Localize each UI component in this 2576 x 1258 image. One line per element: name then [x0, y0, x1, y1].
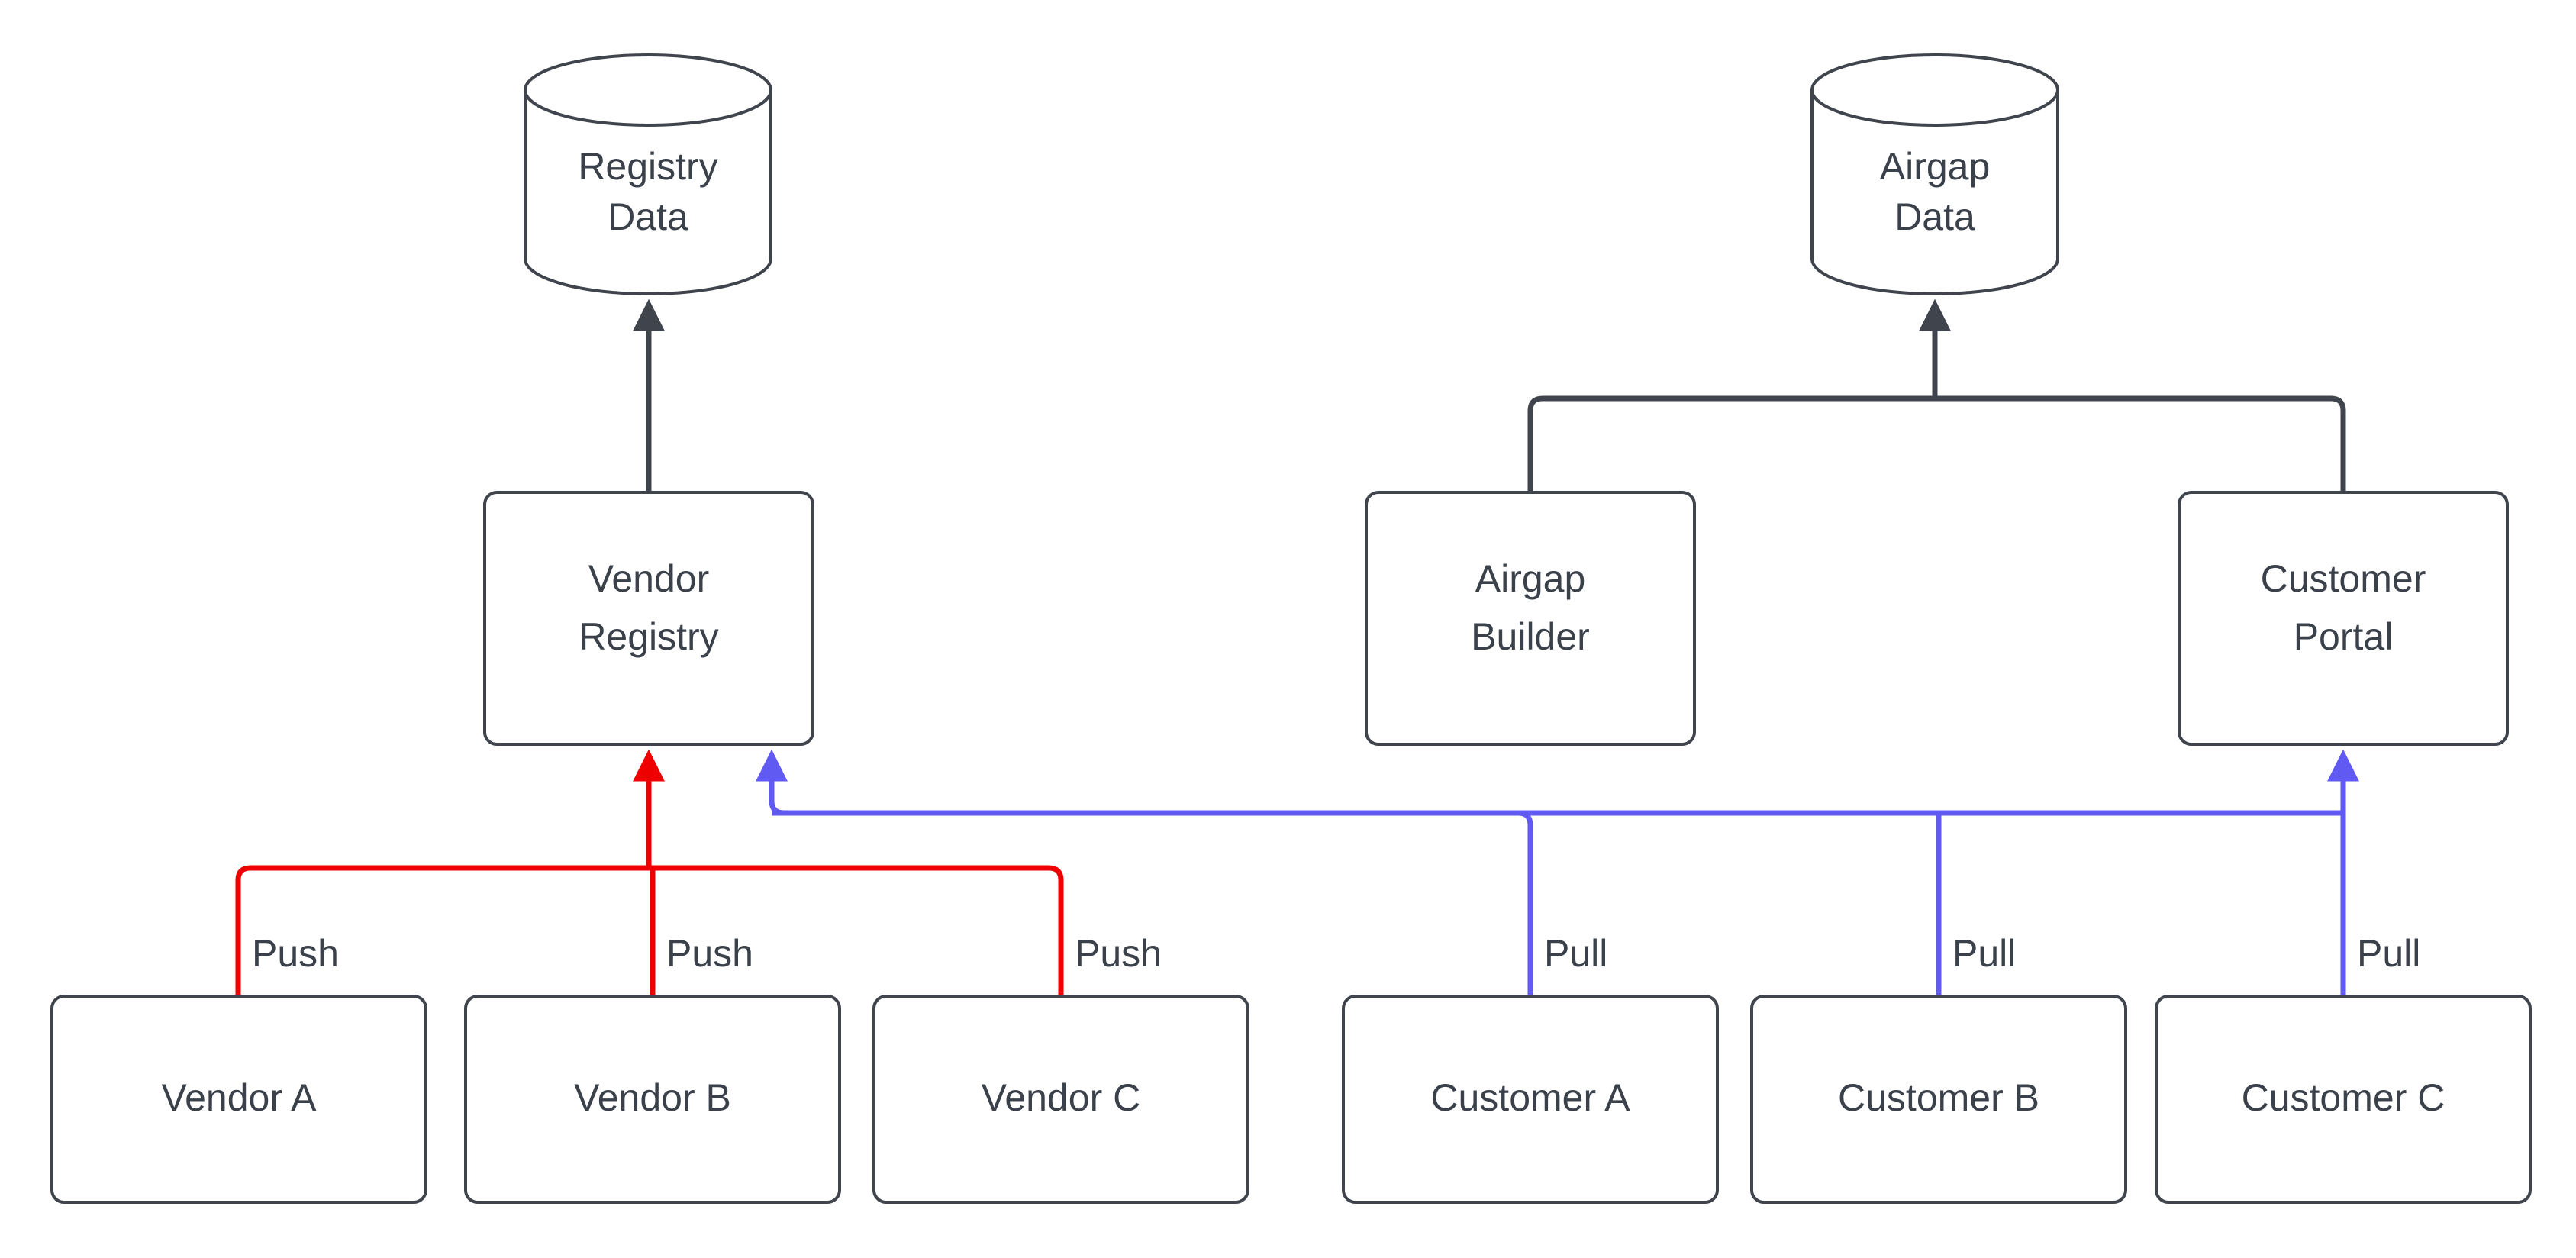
airgap-data-label-line1: Airgap [1880, 145, 1991, 188]
edge-vendor-a-push [235, 865, 649, 996]
registry-data-label-line2: Data [608, 195, 688, 238]
node-registry-data[interactable]: Registry Data [524, 53, 772, 295]
customer-c-label: Customer C [2242, 1076, 2445, 1119]
airgap-builder-label-line2: Builder [1471, 615, 1590, 658]
edge-label-push-vendor-c: Push [1075, 932, 1162, 975]
node-customer-a[interactable]: Customer A [1342, 995, 1719, 1204]
registry-data-label-line1: Registry [578, 145, 717, 188]
customer-portal-label-line1: Customer [2261, 557, 2426, 600]
edge-airgap-builder-to-airgap-data [1527, 395, 1935, 492]
airgap-data-label-line2: Data [1894, 195, 1975, 238]
node-airgap-data[interactable]: Airgap Data [1810, 53, 2059, 295]
node-customer-c[interactable]: Customer C [2155, 995, 2532, 1204]
vendor-c-label: Vendor C [982, 1076, 1140, 1119]
node-vendor-registry[interactable]: Vendor Registry [483, 491, 814, 746]
node-customer-portal[interactable]: Customer Portal [2178, 491, 2509, 746]
node-vendor-c[interactable]: Vendor C [872, 995, 1249, 1204]
customer-a-label: Customer A [1430, 1076, 1630, 1119]
vendor-registry-label-line2: Registry [579, 615, 718, 658]
edge-label-push-vendor-b: Push [666, 932, 753, 975]
vendor-registry-label-line1: Vendor [588, 557, 709, 600]
edge-label-pull-customer-b: Pull [1952, 932, 2016, 975]
customer-b-label: Customer B [1838, 1076, 2039, 1119]
node-airgap-builder[interactable]: Airgap Builder [1365, 491, 1696, 746]
node-vendor-a[interactable]: Vendor A [50, 995, 427, 1204]
node-customer-b[interactable]: Customer B [1750, 995, 2127, 1204]
airgap-builder-label-line1: Airgap [1475, 557, 1586, 600]
edge-label-pull-customer-a: Pull [1544, 932, 1607, 975]
vendor-a-label: Vendor A [162, 1076, 318, 1119]
edge-vendor-c-push [649, 865, 1064, 996]
customer-portal-label-line2: Portal [2294, 615, 2394, 658]
vendor-b-label: Vendor B [574, 1076, 731, 1119]
edge-customer-portal-to-airgap-data [1935, 395, 2346, 492]
node-vendor-b[interactable]: Vendor B [464, 995, 841, 1204]
edge-label-push-vendor-a: Push [252, 932, 339, 975]
edge-label-pull-customer-c: Pull [2357, 932, 2420, 975]
